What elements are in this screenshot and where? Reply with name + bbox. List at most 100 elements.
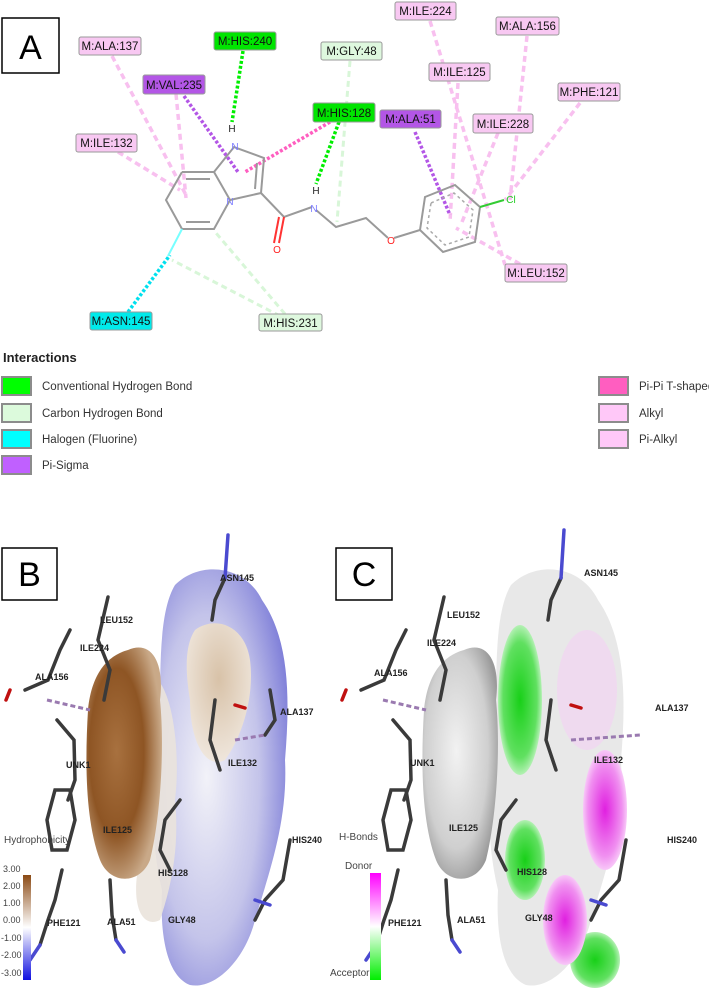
label-text: M:HIS:240: [218, 36, 272, 48]
label-text: M:GLY:48: [326, 46, 376, 58]
label-text: ALA51: [107, 917, 136, 927]
residue-label-ile132: M:ILE:132: [75, 133, 138, 153]
label-text: ALA137: [280, 707, 314, 717]
label-text: M:ALA:137: [82, 41, 139, 53]
atom-n: N: [231, 142, 238, 153]
residue-label-his231: M:HIS:231: [258, 313, 323, 332]
legend-title: Interactions: [3, 350, 77, 365]
label-text: Pi-Pi T-shaped: [639, 381, 709, 393]
label-text: GLY48: [525, 913, 553, 923]
alkyl-line-phe121: [503, 101, 582, 202]
label-text: ILE224: [427, 638, 456, 648]
pi-sigma-line-val235: [182, 94, 240, 174]
residue-label-leu152: M:LEU:152: [504, 263, 568, 283]
alkyl-line-ile224: [428, 20, 507, 266]
label-text: M:HIS:128: [317, 108, 371, 120]
label-text: ALA51: [457, 915, 486, 925]
interactions-legend: Interactions Conventional Hydrogen Bond …: [1, 350, 709, 475]
panel-c-letter: C: [352, 556, 377, 594]
residue-label-ala137: M:ALA:137: [78, 36, 142, 56]
label-text: Alkyl: [639, 408, 663, 420]
label-text: ALA156: [35, 672, 69, 682]
residue-label-val235: M:VAL:235: [142, 74, 206, 95]
label-text: M:VAL:235: [146, 80, 202, 92]
label-text: ALA137: [655, 703, 689, 713]
carbon-hbond-line-gly48: [335, 60, 352, 223]
label-text: M:ILE:228: [477, 119, 529, 131]
panel-c-letter-box: [335, 547, 393, 601]
pi-pi-line-his128: [244, 120, 331, 174]
label-text: UNK1: [66, 760, 91, 770]
label-text: M:HIS:231: [263, 318, 317, 330]
residue-label-gly48: M:GLY:48: [320, 41, 383, 61]
alkyl-line-ile132: [117, 150, 181, 192]
label-text: ALA156: [374, 668, 408, 678]
alkyl-line-ile228: [460, 132, 500, 223]
alkyl-line-ala137: [110, 55, 188, 196]
label-text: M:PHE:121: [560, 87, 619, 99]
residue-labels-b: ASN145 LEU152 ILE224 ALA156 ALA137 ILE13…: [35, 573, 322, 928]
label-text: ILE125: [103, 825, 132, 835]
residue-label-ala51: M:ALA:51: [379, 109, 442, 129]
label-text: PHE121: [388, 918, 422, 928]
label-text: -3.00: [1, 968, 22, 978]
hydrophobicity-color-bar: [23, 875, 31, 980]
residue-label-ile224: M:ILE:224: [394, 1, 457, 21]
hydrophobicity-scale-title: Hydrophobicity: [4, 835, 70, 846]
atom-n: N: [310, 204, 317, 215]
alkyl-line-ile125: [448, 82, 460, 223]
atom-h: H: [312, 186, 319, 197]
label-text: HIS240: [292, 835, 322, 845]
residue-label-his128: M:HIS:128: [312, 102, 376, 123]
legend-item-alkyl: Alkyl: [598, 403, 663, 423]
panel-c: C ASN145 LEU152 ILE224 ALA156 ALA137 ILE…: [330, 528, 697, 988]
atom-o: O: [387, 236, 395, 247]
hbond-scale-title: H-Bonds: [339, 832, 378, 843]
label-text: Pi-Sigma: [42, 460, 89, 472]
carbon-hbond-line-his231-b: [171, 258, 281, 318]
carbon-hbond-line-his231-a: [214, 232, 287, 315]
legend-item-carbon-hbond: Carbon Hydrogen Bond: [1, 403, 163, 423]
legend-item-halogen: Halogen (Fluorine): [1, 429, 137, 449]
label-text: 2.00: [3, 881, 21, 891]
legend-item-pi-pi-t-shaped: Pi-Pi T-shaped: [598, 376, 709, 396]
label-text: Conventional Hydrogen Bond: [42, 381, 192, 393]
label-text: ASN145: [220, 573, 254, 583]
label-text: 3.00: [3, 864, 21, 874]
legend-item-pi-alkyl: Pi-Alkyl: [598, 429, 677, 449]
residue-label-ile125: M:ILE:125: [428, 62, 491, 82]
interaction-lines: [110, 20, 582, 318]
panel-b-letter-box: [1, 547, 58, 601]
label-text: HIS128: [517, 867, 547, 877]
hydrophobicity-scale: Hydrophobicity 3.00 2.00 1.00 0.00 -1.00…: [1, 835, 70, 980]
atom-cl: Cl: [506, 195, 515, 206]
label-text: ASN145: [584, 568, 618, 578]
hbond-color-bar: [370, 873, 381, 980]
label-text: ILE132: [228, 758, 257, 768]
hbond-scale: H-Bonds Donor Acceptor: [330, 832, 381, 980]
label-text: M:LEU:152: [507, 268, 565, 280]
hbond-line-his240: [230, 50, 245, 123]
panel-b-letter: B: [18, 556, 41, 594]
atom-h: H: [228, 124, 235, 135]
panel-b: B ASN145 LEU152 ILE224 ALA156 ALA137 ILE…: [1, 533, 322, 986]
residue-labels: M:ALA:137 M:HIS:240 M:GLY:48 M:ILE:224 M…: [75, 1, 621, 332]
label-text: UNK1: [410, 758, 435, 768]
panel-a-letter-box: [1, 17, 60, 74]
label-text: LEU152: [100, 615, 133, 625]
residue-label-ala156: M:ALA:156: [495, 16, 560, 36]
panel-a: A: [1, 1, 621, 332]
label-text: ILE132: [594, 755, 623, 765]
residue-sticks: [4, 533, 292, 962]
halogen-line-asn145: [126, 253, 172, 314]
label-text: M:ALA:156: [499, 21, 556, 33]
label-text: 1.00: [3, 898, 21, 908]
label-text: PHE121: [47, 918, 81, 928]
ligand-structure: N N N H H O O Cl: [164, 124, 516, 257]
residue-label-ile228: M:ILE:228: [472, 113, 534, 134]
alkyl-line-leu152: [455, 226, 521, 266]
label-text: GLY48: [168, 915, 196, 925]
label-text: ILE125: [449, 823, 478, 833]
donor-label: Donor: [345, 861, 373, 872]
hbond-surface: [422, 569, 627, 988]
